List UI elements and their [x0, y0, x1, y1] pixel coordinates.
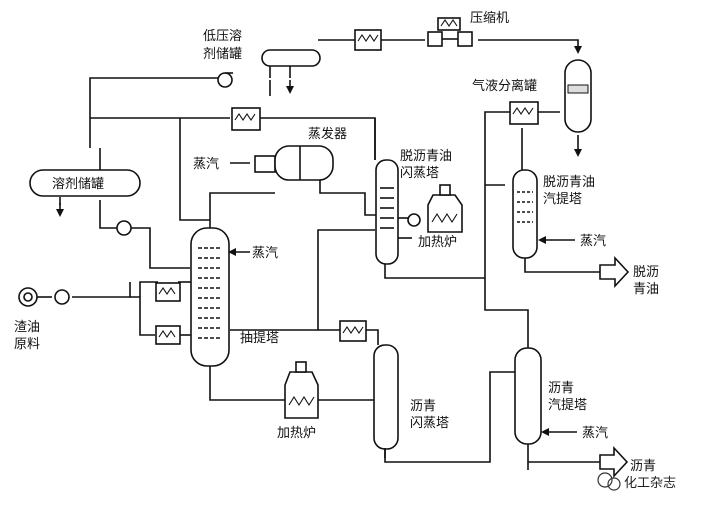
gas-liquid-separator: [564, 59, 592, 133]
evaporator-label: 蒸发器: [308, 126, 347, 142]
dao-product-label-2: 青油: [633, 282, 659, 297]
asphalt-flash-label-1: 沥青: [410, 399, 436, 414]
solvent-storage-tank: [29, 169, 141, 197]
feed-exchanger-lower: [155, 325, 181, 345]
asphalt-heater: [284, 361, 319, 419]
compressor: [427, 17, 473, 47]
residue-feed-label-1: 渣油: [14, 320, 40, 335]
condenser-header: [231, 107, 261, 131]
dao-flash-label-1: 脱沥青油: [400, 149, 452, 164]
extractor-steam-label: 蒸汽: [252, 246, 278, 261]
dao-stripper-steam-label: 蒸汽: [580, 234, 606, 249]
dao-heater: [427, 184, 463, 233]
condenser-separator: [509, 101, 539, 125]
dao-heater-pump: [407, 213, 421, 227]
dao-product-label-1: 脱沥: [633, 265, 659, 280]
feed-exchanger-upper: [155, 282, 181, 302]
dao-flash-column: [375, 159, 399, 265]
dao-stripper-column: [512, 169, 538, 259]
evaporator-steam-label: 蒸汽: [193, 157, 219, 172]
watermark-text: 化工杂志: [624, 476, 676, 491]
low-pressure-solvent-tank: [261, 49, 321, 78]
dao-heater-label: 加热炉: [418, 235, 457, 250]
dao-stripper-label-2: 汽提塔: [543, 191, 582, 207]
pump-solvent: [116, 220, 132, 236]
low-pressure-tank-label-1: 低压溶: [203, 29, 242, 44]
asphalt-heater-label: 加热炉: [277, 426, 316, 441]
solvent-tank-label: 溶剂储罐: [52, 177, 104, 192]
gas-liquid-separator-label: 气液分离罐: [472, 78, 537, 94]
wechat-icon: [597, 472, 621, 491]
asphalt-product-arrow: [599, 445, 629, 479]
condenser-top: [354, 29, 382, 51]
asphalt-stripper-label-2: 汽提塔: [548, 397, 587, 413]
asphalt-flash-label-2: 闪蒸塔: [410, 416, 449, 431]
pump-top: [217, 72, 233, 88]
compressor-label: 压缩机: [470, 10, 509, 26]
extractor-column: [190, 227, 230, 367]
asphalt-stripper-steam-label: 蒸汽: [582, 426, 608, 441]
low-pressure-tank-label-2: 剂储罐: [203, 47, 242, 62]
asphalt-product-label: 沥青: [630, 459, 656, 474]
residue-feed-source: [18, 287, 38, 307]
asphalt-stripper-label-1: 沥青: [548, 381, 574, 396]
watermark: 化工杂志: [597, 472, 676, 491]
residue-feed-label-2: 原料: [14, 337, 40, 352]
dao-flash-label-2: 闪蒸塔: [400, 166, 439, 181]
pump-feed: [54, 289, 70, 305]
dao-stripper-label-1: 脱沥青油: [543, 175, 595, 190]
asphalt-stripper-column: [514, 347, 542, 445]
condenser-asphalt-line: [339, 320, 367, 342]
dao-product-arrow: [599, 255, 630, 289]
extractor-label: 抽提塔: [240, 330, 279, 346]
asphalt-flash-column: [373, 344, 399, 450]
evaporator: [254, 145, 334, 181]
